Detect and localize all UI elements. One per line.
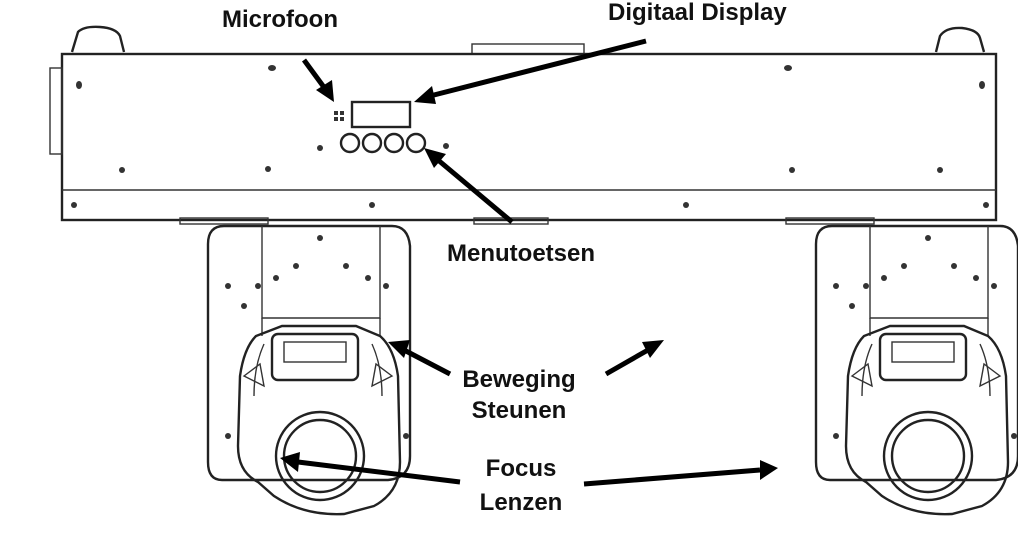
label-focus-line2: Lenzen (479, 489, 563, 516)
base-screws (71, 65, 989, 208)
microphone-icon (334, 111, 344, 121)
menu-button (361, 132, 383, 154)
label-movement-line2: Steunen (471, 397, 567, 424)
arrow-movement-right (604, 347, 650, 377)
menu-button (405, 132, 427, 154)
base-side-panel (49, 67, 63, 155)
arrow-menu-buttons (436, 158, 514, 224)
menu-button (339, 132, 361, 154)
arrow-display (429, 38, 647, 99)
label-digital-display: Digitaal Display (608, 0, 787, 26)
arrow-microphone (301, 58, 329, 92)
label-movement-line1: Beweging (462, 366, 576, 393)
digital-display (350, 100, 412, 129)
base-body (60, 52, 998, 222)
base-top-slot (471, 43, 585, 55)
base-unit (49, 25, 998, 225)
label-menu-buttons: Menutoetsen (447, 240, 596, 267)
callout-arrows (280, 38, 778, 487)
arrow-focus-left (297, 459, 461, 485)
label-microphone: Microfoon (222, 6, 338, 33)
label-focus-lenses: Focus Lenzen (462, 455, 580, 517)
arrow-focus-right (583, 467, 761, 487)
menu-button (383, 132, 405, 154)
base-handle-left (70, 25, 126, 53)
base-handle-right (934, 26, 986, 53)
label-focus-line1: Focus (485, 455, 557, 482)
arrow-movement-left (402, 347, 452, 377)
moving-head-right (814, 224, 1018, 516)
menu-buttons (339, 132, 427, 154)
label-movement-supports: Beweging Steunen (458, 366, 580, 425)
